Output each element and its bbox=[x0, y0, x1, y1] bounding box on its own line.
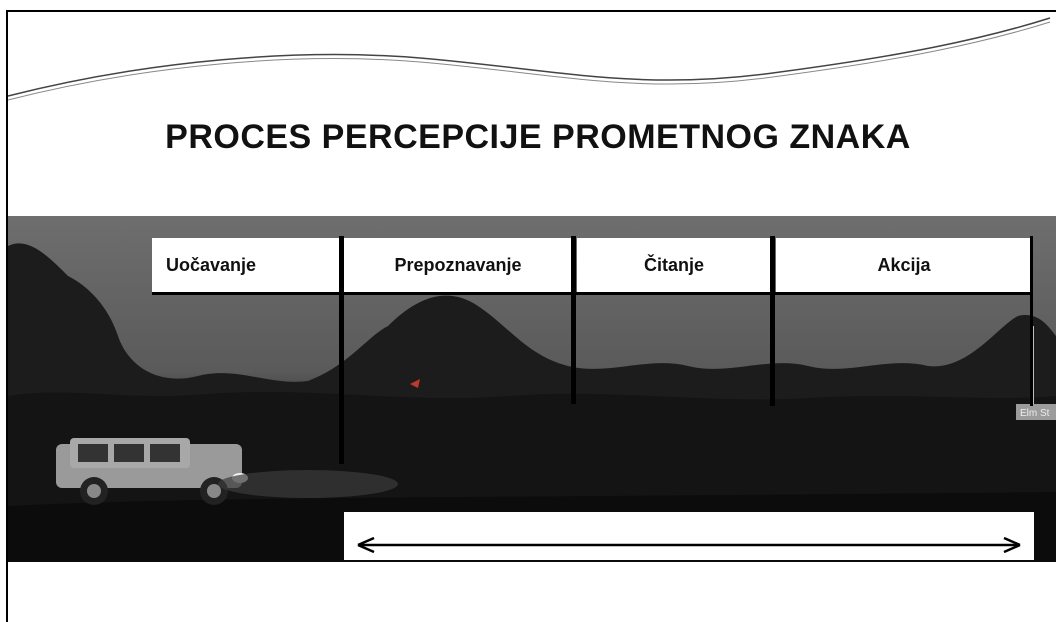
phase-label: Akcija bbox=[877, 254, 931, 275]
phase-divider-4 bbox=[1030, 236, 1033, 406]
slide-frame-top bbox=[6, 10, 1056, 12]
phase-label: Prepoznavanje bbox=[394, 254, 522, 275]
distance-box bbox=[344, 512, 1034, 560]
page-title: PROCES PERCEPCIJE PROMETNOG ZNAKA bbox=[165, 118, 911, 156]
phase-cell-uocavanje: Uočavanje bbox=[152, 238, 340, 292]
phase-label: Čitanje bbox=[643, 254, 704, 275]
phase-label: Uočavanje bbox=[166, 254, 257, 275]
phase-divider-3 bbox=[770, 236, 775, 406]
phase-cell-prepoznavanje: Prepoznavanje bbox=[344, 238, 572, 292]
slide-frame-left bbox=[6, 10, 8, 622]
decorative-wave bbox=[7, 17, 1051, 101]
street-sign-text: Elm St bbox=[1020, 408, 1050, 419]
phase-cell-citanje: Čitanje bbox=[577, 238, 771, 292]
phase-baseline bbox=[152, 292, 1032, 295]
double-arrow-icon bbox=[357, 536, 1021, 554]
phase-cell-akcija: Akcija bbox=[776, 238, 1032, 292]
phase-divider-1 bbox=[339, 236, 344, 464]
phase-divider-2 bbox=[571, 236, 576, 404]
car-image bbox=[56, 438, 248, 505]
